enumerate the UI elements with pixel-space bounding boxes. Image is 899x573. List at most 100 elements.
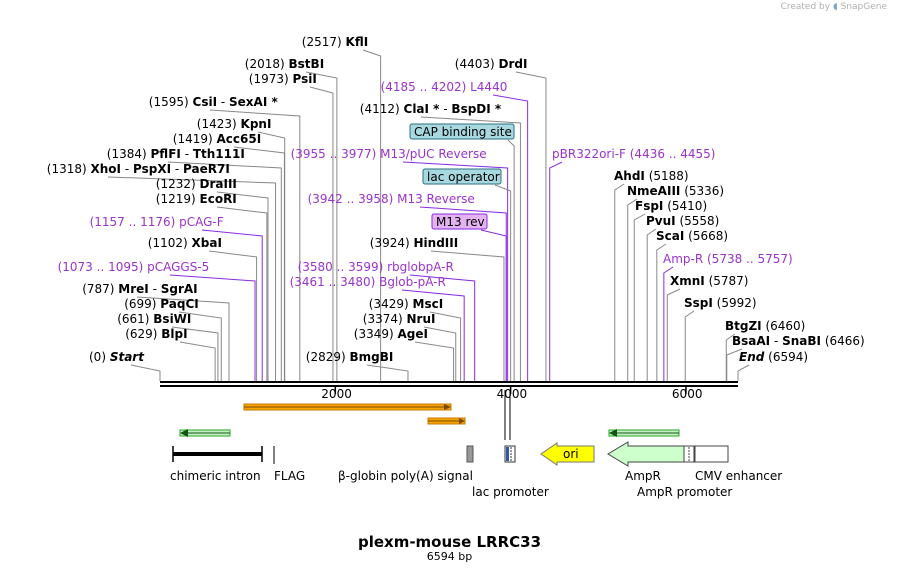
site-label-paqci: (699) PaqCI [124,297,199,311]
backbone [160,381,738,387]
site-line-msci [429,311,462,381]
site-label-btgzi: BtgZI (6460) [725,319,805,333]
site-line-l4440 [492,94,529,381]
site-label-kfli: (2517) KflI [302,35,368,49]
site-line-ahdi [614,183,625,381]
site-line-bsaai [726,348,743,381]
site-line-pbr322ori-f [549,161,563,381]
orange-feature-long [243,403,452,411]
axis-tick-label: 2000 [321,387,352,401]
site-label-pcag-f: (1157 .. 1176) pCAG-F [90,215,224,229]
site-label-start: (0) Start [89,350,145,364]
ampr-feature [607,441,685,467]
orange-feature-short [427,417,466,425]
site-label-bmgbi: (2829) BmgBI [306,350,394,364]
site-lines [107,49,750,381]
site-line-xbai [208,250,258,381]
svg-text:CAP binding site: CAP binding site [414,125,512,139]
site-line-draiii [216,191,269,381]
site-label-bsaai: BsaAI - SnaBI (6466) [732,334,865,348]
site-line-lac-operator [494,184,512,381]
site-line-fspi [633,213,646,381]
site-line-end [737,364,750,381]
label-flag: FLAG [274,469,305,483]
site-label-kpni: (1423) KpnI [197,117,272,131]
plasmid-length: 6594 bp [426,550,473,563]
site-label-end: End (6594) [739,350,808,364]
site-line-sspi [684,310,695,381]
site-label-m13-reverse: (3942 .. 3958) M13 Reverse [308,192,475,206]
box-m13-rev: M13 rev [431,213,488,230]
box-lac-operator: lac operator [422,168,502,185]
site-line-scai [656,243,667,381]
snapgene-brand: Created by ◖ SnapGene [781,2,887,12]
site-line-cap-binding-site [507,139,515,381]
site-label-pvui: PvuI (5558) [646,214,719,228]
label-chimeric-intron: chimeric intron [170,469,261,483]
site-label-csii: (1595) CsiI - SexAI * [149,95,279,109]
site-line-pvui [646,228,657,381]
site-label-scai: ScaI (5668) [656,229,728,243]
axis-ticks: 2000 4000 6000 [321,386,702,401]
site-line-pcaggs-5 [169,274,256,381]
site-label-bglob-pa-r: (3461 .. 3480) Bglob-pA-R [290,275,446,289]
site-line-bmgbi [366,364,409,381]
label-ampr: AmpR [625,469,661,483]
site-label-bstbi: (2018) BstBI [245,57,324,71]
svg-text:M13 rev: M13 rev [436,215,485,229]
site-line-start [130,364,161,381]
lac-promoter-feature [504,445,516,463]
site-label-xbai: (1102) XbaI [148,236,222,250]
site-label-amp-r: Amp-R (5738 .. 5757) [663,252,793,266]
label-ori: ori [563,447,579,461]
site-label-pflfi: (1384) PflFI - Tth111I [107,147,245,161]
axis-tick-label: 4000 [497,387,528,401]
site-label-rbglobpa-r: (3580 .. 3599) rbglobpA-R [298,260,454,274]
svg-text:lac operator: lac operator [427,170,500,184]
site-line-m13-puc-reverse [402,161,509,381]
site-line-xmni [666,288,681,381]
chimeric-intron-feature [172,446,263,462]
site-label-acc65i: (1419) Acc65I [173,132,261,146]
site-line-rbglobpa-r [409,274,476,381]
site-label-nrui: (3374) NruI [363,312,436,326]
axis-tick-label: 6000 [672,387,703,401]
site-line-ecori [216,206,268,381]
site-label-hindiii: (3924) HindIII [370,236,458,250]
label-bglobin-polyA: β-globin poly(A) signal [338,469,473,483]
brand-created-by: Created by [780,2,831,12]
site-label-l4440: (4185 .. 4202) L4440 [381,80,508,94]
site-line-mrei [136,296,230,381]
site-label-fspi: FspI (5410) [635,199,707,213]
ori-feature [540,442,595,466]
label-cmv-enhancer: CMV enhancer [695,469,782,483]
site-line-csii [209,109,301,381]
green-arrow-left-2 [608,429,680,437]
site-label-blpi: (629) BlpI [125,327,187,341]
site-line-hindiii [430,250,505,381]
site-line-btgzi [725,333,736,381]
site-label-bsiwi: (661) BsiWI [117,312,191,326]
site-label-pbr322ori-f: pBR322ori-F (4436 .. 4455) [552,147,715,161]
site-line-bglob-pa-r [401,289,465,381]
site-line-bstbi [305,71,338,381]
bglobin-polyA-feature [466,445,474,463]
site-line-nrui [423,326,457,381]
site-line-blpi [179,341,216,381]
ampr-promoter-feature [683,445,695,463]
site-line-clai- [420,116,521,381]
site-label-agei: (3349) AgeI [354,327,428,341]
snapgene-logo-icon: ◖ [832,2,838,12]
green-arrow-left-1 [179,429,231,437]
site-line-m13-rev [480,229,507,381]
site-label-pcaggs-5: (1073 .. 1095) pCAGGS-5 [58,260,210,274]
site-label-xhoi: (1318) XhoI - PspXI - PaeR7I [47,162,230,176]
site-line-psii [309,86,334,381]
site-label-msci: (3429) MscI [369,297,443,311]
brand-app: SnapGene [840,2,887,12]
label-lac-promoter: lac promoter [472,485,549,499]
site-label-xmni: XmnI (5787) [670,274,748,288]
site-line-xhoi [107,176,277,381]
